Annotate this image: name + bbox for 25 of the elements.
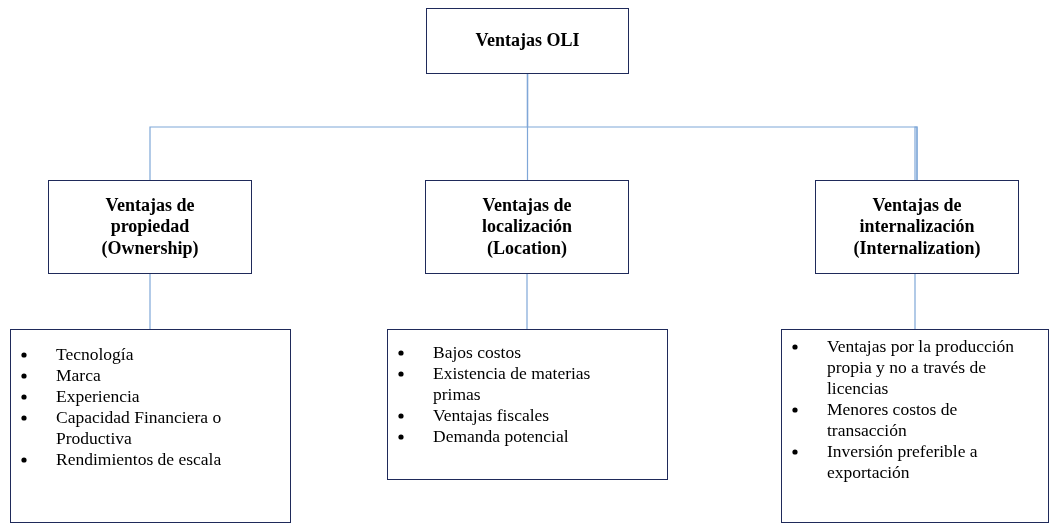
bullet-item: Rendimientos de escala bbox=[56, 449, 223, 470]
heading-box bbox=[48, 180, 252, 274]
bullet-item: Inversión preferible a exportación bbox=[827, 441, 979, 483]
list-box bbox=[387, 329, 668, 480]
bullet-item: Marca bbox=[56, 365, 102, 386]
bullet-item: Demanda potencial bbox=[433, 426, 570, 447]
bullet-item: Existencia de materias primas bbox=[433, 363, 592, 405]
heading-box bbox=[425, 180, 629, 274]
bullet-item: Experiencia bbox=[56, 386, 141, 407]
list-box bbox=[10, 329, 291, 523]
bullet-item: Bajos costos bbox=[433, 342, 522, 363]
heading-text: Ventajas de internalización (Internalization) bbox=[852, 194, 982, 260]
heading-text: Ventajas de propiedad (Ownership) bbox=[100, 194, 200, 260]
connector-line bbox=[149, 273, 151, 330]
heading-text: Ventajas de localización (Location) bbox=[481, 194, 573, 260]
bullet-item: Ventajas por la producción propia y no a través de licencias bbox=[827, 336, 1016, 399]
list-box bbox=[781, 329, 1049, 523]
heading-box bbox=[426, 8, 629, 74]
bullet-item: Ventajas fiscales bbox=[433, 405, 551, 426]
bullet-item: Capacidad Financiera o Productiva bbox=[56, 407, 223, 449]
heading-text: Ventajas OLI bbox=[474, 30, 581, 52]
bullet-item: Menores costos de transacción bbox=[827, 399, 959, 441]
bullet-item: Tecnología bbox=[56, 344, 135, 365]
connector-line bbox=[526, 273, 528, 330]
heading-box bbox=[815, 180, 1019, 274]
